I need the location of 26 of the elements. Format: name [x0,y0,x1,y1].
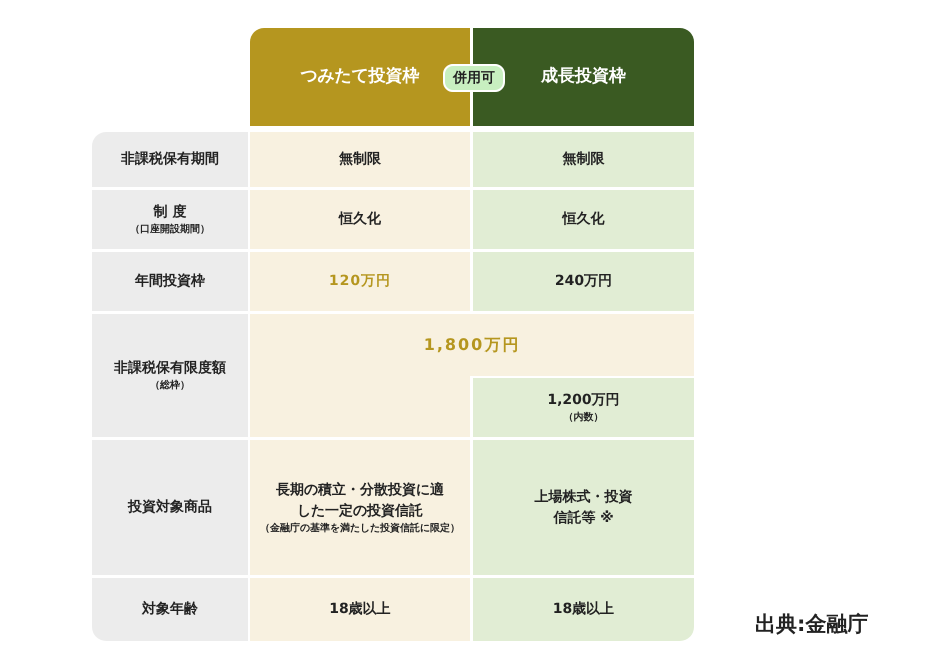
cell-text: 年間投資枠 [135,272,205,291]
cell-text: 恒久化 [339,210,381,229]
cell-text: 非課税保有期間 [121,150,219,169]
cell-text: 1,800万円 [424,334,520,356]
cell-text: 成長投資枠 [541,65,626,88]
cell-text: 240万円 [554,272,612,291]
cell-text: つみたて投資枠 [300,65,420,88]
cell-text: 恒久化 [562,210,604,229]
note-text: （口座開設期間） [130,223,210,237]
cell-text: 制 度 [154,202,186,222]
note-text: （金融庁の基準を満たした投資信託に限定） [260,522,460,536]
badge: 併用可 [443,64,505,92]
source-caption: 出典:金融庁 [755,611,868,638]
cell-text: 上場株式・投資信託等 ※ [534,488,634,528]
cell-text: 120万円 [328,272,392,291]
cell-text: 投資対象商品 [128,498,212,517]
cell-text: 1,200万円 [547,391,620,410]
cell-text: 18歳以上 [552,600,614,619]
cell-text: 対象年齢 [142,600,198,619]
note-text: （総枠） [150,379,190,393]
note-text: （内数） [564,411,604,425]
cell-text: 長期の積立・分散投資に適した一定の投資信託 [275,480,445,520]
cell-text: 18歳以上 [329,600,391,619]
cell-text: 非課税保有限度額 [114,358,226,378]
cell-text: 無制限 [339,150,381,169]
cell-text: 無制限 [562,150,604,169]
